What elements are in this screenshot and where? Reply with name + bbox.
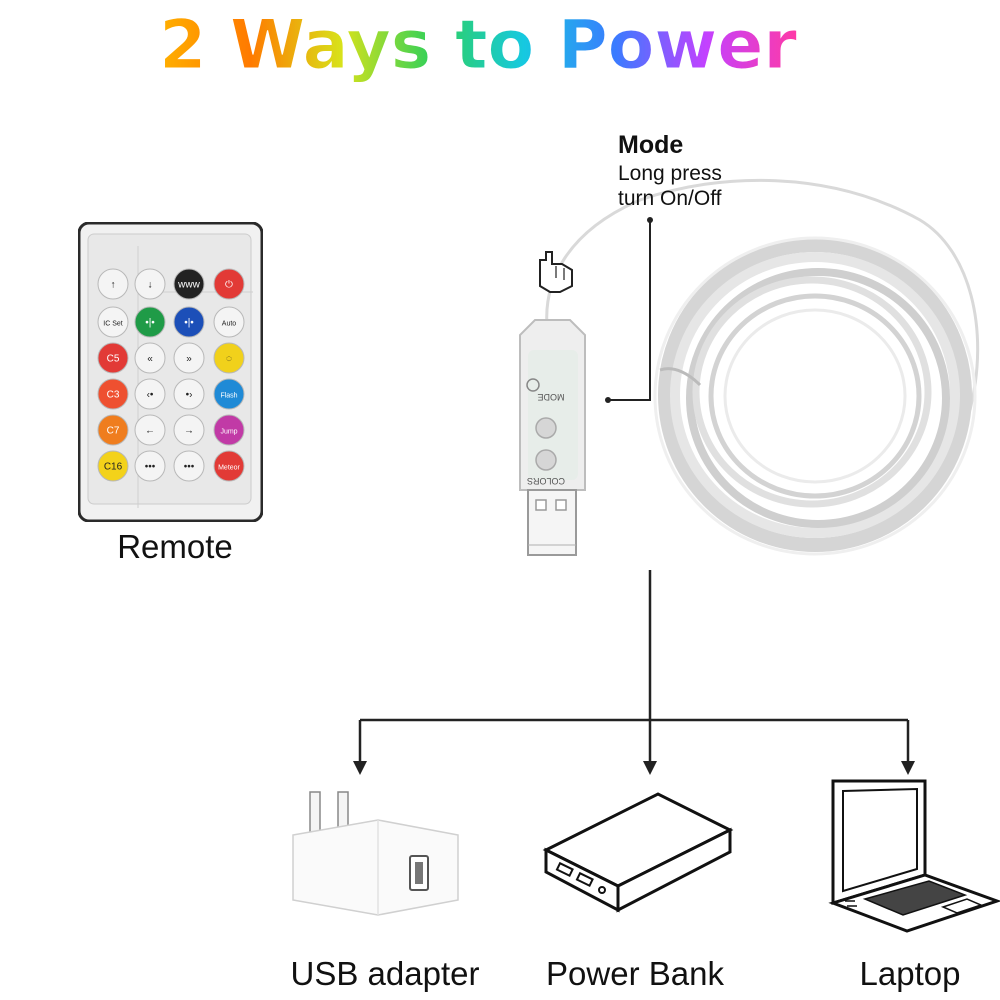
usb-controller: MODE COLORS: [519, 319, 586, 556]
mode-callout-title: Mode: [618, 131, 684, 159]
remote-button-label: •›: [186, 390, 193, 401]
remote-button-label: C3: [107, 390, 120, 401]
mode-callout-line2: turn On/Off: [618, 187, 722, 210]
remote-button-label: ⏻: [225, 280, 233, 291]
remote-button-label: ‹•: [147, 390, 154, 401]
remote-button-label: IC Set: [103, 321, 123, 328]
remote-button[interactable]: ‹•: [134, 378, 166, 410]
remote-button[interactable]: Meteor: [213, 450, 245, 482]
remote-button-label: Jump: [220, 429, 237, 436]
remote-button[interactable]: C7: [97, 414, 129, 446]
power-bank-caption: Power Bank: [546, 955, 724, 992]
remote-button-label: Auto: [222, 321, 237, 328]
laptop-icon: [828, 779, 1000, 933]
wall-adapter-icon: [292, 791, 459, 916]
remote-button-label: ←: [145, 426, 155, 437]
remote-button[interactable]: C5: [97, 342, 129, 374]
remote-button-label: C5: [107, 354, 120, 365]
mode-callout-line: [608, 220, 651, 401]
remote-button[interactable]: Auto: [213, 306, 245, 338]
remote-button-label: C7: [107, 426, 120, 437]
remote-button-label: ↑: [111, 280, 116, 291]
usb-adapter-caption: USB adapter: [290, 955, 480, 992]
laptop-caption: Laptop: [859, 955, 961, 992]
remote-button-label: C16: [104, 462, 123, 473]
remote-button-label: Meteor: [218, 465, 240, 472]
remote-caption: Remote: [117, 528, 233, 565]
remote-button[interactable]: ←: [134, 414, 166, 446]
remote-button[interactable]: C3: [97, 378, 129, 410]
remote-button[interactable]: IC Set: [97, 306, 129, 338]
mode-button[interactable]: [535, 417, 557, 439]
power-distribution-arrows: [353, 570, 915, 775]
remote-button[interactable]: ↑: [97, 268, 129, 300]
colors-button[interactable]: [535, 449, 557, 471]
remote-button-label: »: [186, 354, 192, 365]
mode-label: MODE: [538, 392, 565, 402]
remote-button-label: →: [184, 426, 194, 437]
light-coil: [653, 236, 977, 556]
remote-button[interactable]: •••: [134, 450, 166, 482]
remote-button[interactable]: ↓: [134, 268, 166, 300]
remote-button[interactable]: •|•: [134, 306, 166, 338]
remote-button-label: •|•: [145, 318, 155, 329]
power-bank-icon: [542, 792, 734, 913]
remote-button[interactable]: •›: [173, 378, 205, 410]
remote-button[interactable]: »: [173, 342, 205, 374]
mode-callout-line1: Long press: [618, 162, 722, 185]
remote-button[interactable]: •••: [173, 450, 205, 482]
remote-button[interactable]: Jump: [213, 414, 245, 446]
remote-button-label: •••: [184, 462, 195, 473]
remote-button-label: www: [177, 280, 200, 291]
remote-button[interactable]: «: [134, 342, 166, 374]
remote-button-label: ↓: [148, 280, 153, 291]
remote-button[interactable]: ◌: [213, 342, 245, 374]
pointing-hand-icon: [539, 251, 573, 293]
remote-button[interactable]: →: [173, 414, 205, 446]
remote-button-label: Flash: [220, 393, 237, 400]
light-string-controller: MODE COLORS: [519, 178, 980, 556]
page-title-text: 2 Ways to Power: [159, 6, 797, 85]
remote-button-label: ◌: [226, 354, 232, 365]
remote-button[interactable]: Flash: [213, 378, 245, 410]
page-title: 2 Ways to Power: [159, 6, 798, 86]
remote-button[interactable]: ⏻: [213, 268, 245, 300]
remote-button[interactable]: www: [173, 268, 205, 300]
remote-button[interactable]: •|•: [173, 306, 205, 338]
remote-button[interactable]: C16: [97, 450, 129, 482]
colors-label: COLORS: [527, 476, 565, 486]
remote-button-label: «: [147, 354, 153, 365]
remote-button-label: •••: [145, 462, 156, 473]
remote-button-label: •|•: [184, 318, 194, 329]
